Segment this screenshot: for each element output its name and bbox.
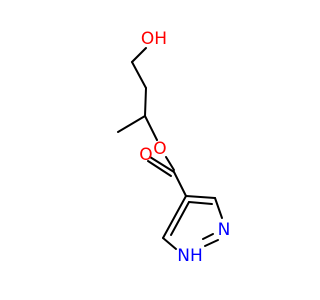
bond-ring-c3-n2 bbox=[214, 197, 223, 219]
bond-carbonyl-double-2 bbox=[147, 160, 172, 177]
bond-oh-ch2 bbox=[131, 47, 147, 63]
bond-carbonyl-double-1 bbox=[149, 156, 175, 173]
molecule-canvas: OH O O N NH bbox=[117, 29, 230, 266]
bond-ring-c5-c4 bbox=[162, 195, 187, 239]
atom-labels: OH O O N NH bbox=[139, 29, 230, 266]
carbonyl-oxygen-label: O bbox=[139, 145, 152, 165]
hydroxyl-label: OH bbox=[141, 29, 167, 49]
bond-carbonyl-ring bbox=[173, 171, 187, 197]
bond-ch2-ch2 bbox=[131, 61, 147, 89]
bond-ring-n2-n1-double bbox=[202, 233, 214, 240]
bond-ring-n2-n1 bbox=[204, 239, 219, 247]
bond-ring-n1-c5 bbox=[162, 237, 177, 250]
bond-ester-o-carbonyl bbox=[165, 156, 175, 171]
ring-nitrogen-label: N bbox=[218, 220, 231, 240]
bond-ring-c4-c3-double bbox=[188, 201, 213, 205]
ring-nh-label: NH bbox=[177, 246, 203, 266]
ester-oxygen-label: O bbox=[153, 139, 166, 159]
structure-diagram: OH O O N NH bbox=[117, 29, 230, 266]
bond-ch-ester-o bbox=[144, 115, 158, 141]
bond-ring-c4-c3 bbox=[185, 195, 216, 199]
bond-ring-c5-c4-double bbox=[170, 201, 190, 236]
bonds bbox=[117, 47, 223, 250]
bond-ch-methyl bbox=[117, 115, 146, 133]
bond-ch2-ch bbox=[144, 87, 147, 117]
